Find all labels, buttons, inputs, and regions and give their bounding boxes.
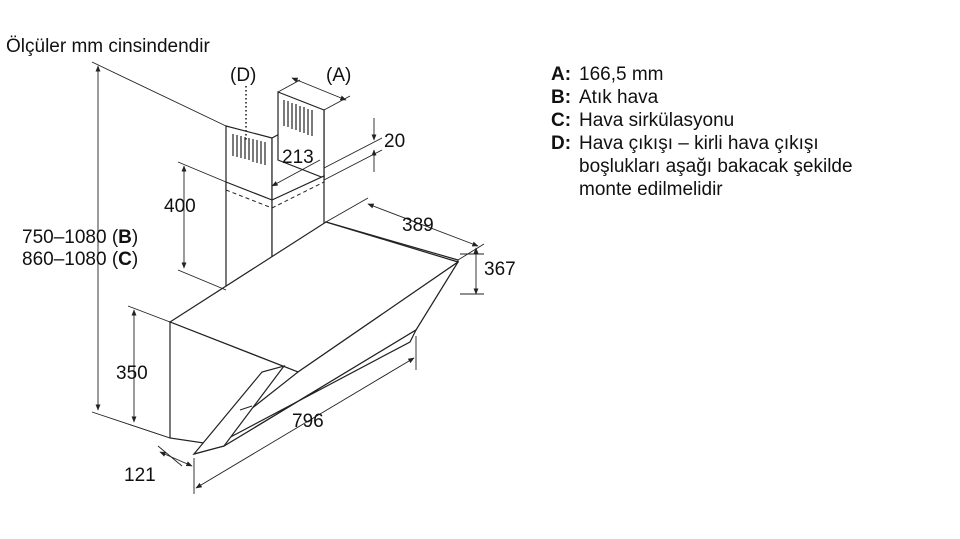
dim-367-label: 367 [484, 259, 516, 280]
dim-121 [157, 445, 195, 494]
dim-121-label: 121 [124, 465, 156, 486]
units-note: Ölçüler mm cinsindendir [6, 36, 210, 57]
vent-slots-left [232, 134, 266, 165]
legend-text: Hava çıkışı – kirli hava çıkışı boşlukla… [579, 133, 853, 200]
legend: A: 166,5 mm B: Atık hava C: Hava sirküla… [551, 63, 853, 201]
dim-20 [323, 118, 383, 181]
height-b-label: 750–1080 (B) [22, 227, 138, 248]
legend-text: 166,5 mm [579, 64, 664, 85]
legend-text: Atık hava [579, 87, 659, 108]
legend-item-b: B: Atık hava [551, 86, 853, 109]
legend-key: B: [551, 87, 572, 108]
dim-20-label: 20 [384, 131, 405, 152]
dim-350-label: 350 [116, 363, 148, 384]
vent-slots-right [283, 100, 313, 136]
dim-213-label: 213 [282, 147, 314, 168]
dim-367 [460, 247, 484, 295]
legend-key: C: [551, 110, 572, 131]
legend-key: D: [551, 133, 572, 154]
legend-key: A: [551, 64, 572, 85]
legend-item-d: D: Hava çıkışı – kirli hava çıkışı boşlu… [551, 132, 853, 201]
legend-item-a: A: 166,5 mm [551, 63, 853, 86]
dim-400-label: 400 [164, 196, 196, 217]
dim-389 [325, 197, 485, 261]
legend-text: Hava sirkülasyonu [579, 110, 735, 131]
dim-350 [127, 305, 171, 439]
height-c-label: 860–1080 (C) [22, 249, 138, 270]
dim-400 [177, 161, 227, 291]
dim-796 [195, 336, 417, 489]
a-callout: (A) [326, 65, 351, 86]
d-callout: (D) [230, 65, 256, 86]
dim-389-label: 389 [402, 215, 434, 236]
dim-a [277, 77, 351, 111]
legend-item-c: C: Hava sirkülasyonu [551, 109, 853, 132]
dim-213 [271, 159, 321, 187]
dim-796-label: 796 [292, 411, 324, 432]
